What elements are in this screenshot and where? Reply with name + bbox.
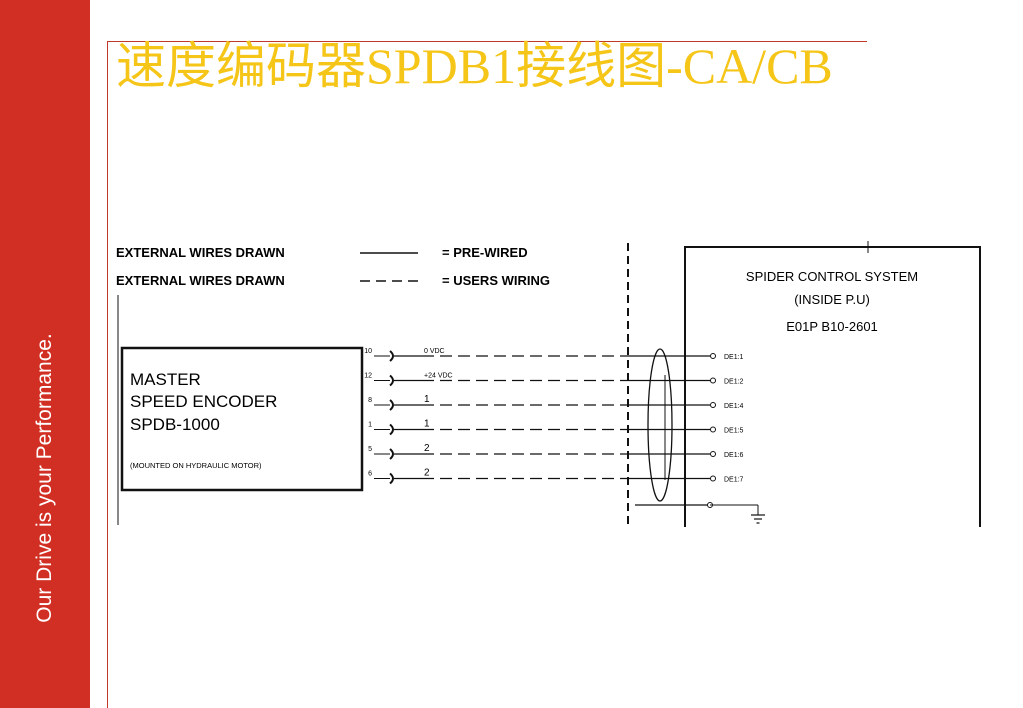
encoder-model: SPDB-1000 <box>130 415 220 434</box>
wire-signal-label: +24 VDC <box>424 373 453 380</box>
slide-title: 速度编码器SPDB1接线图-CA/CB <box>116 38 833 94</box>
terminal-point <box>710 377 716 384</box>
connector-socket <box>389 423 394 436</box>
wire-signal-label: 2 <box>424 468 430 479</box>
connector-socket <box>389 399 394 411</box>
encoder-subtitle: SPEED ENCODER <box>130 392 277 411</box>
legend-label-prewired: EXTERNAL WIRES DRAWN <box>116 245 285 260</box>
terminal-label: DE1:7 <box>724 477 744 484</box>
terminal-point <box>710 402 716 408</box>
wire-signal-label: 2 <box>424 443 430 454</box>
pin-number: 10 <box>364 348 372 355</box>
encoder-box-border <box>120 346 364 492</box>
terminal-label: DE1:2 <box>724 379 744 386</box>
connector-socket <box>389 374 394 387</box>
wire-signal-label: 1 <box>424 394 430 405</box>
terminal-point <box>710 353 716 359</box>
terminal-label: DE1:1 <box>724 354 744 361</box>
wiring-diagram: EXTERNAL WIRES DRAWN = PRE-WIRED EXTERNA… <box>116 241 981 527</box>
diagram-legend: EXTERNAL WIRES DRAWN = PRE-WIRED EXTERNA… <box>116 245 550 288</box>
title-frame-left <box>107 41 108 708</box>
legend-meaning-prewired: = PRE-WIRED <box>442 245 528 260</box>
legend-label-userwiring: EXTERNAL WIRES DRAWN <box>116 273 285 288</box>
control-title: SPIDER CONTROL SYSTEM <box>746 269 918 284</box>
pin-number: 5 <box>368 446 372 453</box>
connector-socket <box>389 472 394 485</box>
control-box: SPIDER CONTROL SYSTEM (INSIDE P.U) E01P … <box>684 241 981 527</box>
pin-number: 12 <box>364 373 372 380</box>
sidebar-banner: Our Drive is your Performance. <box>0 0 90 708</box>
terminal-point <box>710 451 716 457</box>
terminal-label: DE1:5 <box>724 428 744 435</box>
legend-meaning-userwiring: = USERS WIRING <box>442 273 550 288</box>
terminal-point <box>710 426 716 433</box>
terminal-label: DE1:4 <box>724 403 744 410</box>
pin-number: 1 <box>368 422 372 429</box>
pin-number: 6 <box>368 471 372 478</box>
terminal-label: DE1:6 <box>724 452 744 459</box>
control-box-border <box>684 246 981 527</box>
terminal-point <box>710 475 716 482</box>
encoder-box: MASTER SPEED ENCODER SPDB-1000 (MOUNTED … <box>120 346 364 492</box>
encoder-title: MASTER <box>130 370 201 389</box>
connector-socket <box>389 350 394 362</box>
connector-socket <box>389 448 394 460</box>
encoder-mount-note: (MOUNTED ON HYDRAULIC MOTOR) <box>130 461 262 470</box>
pin-number: 8 <box>368 397 372 404</box>
title-frame-top <box>107 41 867 42</box>
shield-cable <box>635 348 765 524</box>
sidebar-slogan: Our Drive is your Performance. <box>33 333 56 623</box>
control-subtitle: (INSIDE P.U) <box>794 292 870 307</box>
shield-ellipse <box>647 348 673 502</box>
control-code: E01P B10-2601 <box>786 319 878 334</box>
wire-signal-label: 1 <box>424 419 430 430</box>
wire-signal-label: 0 VDC <box>424 348 445 355</box>
